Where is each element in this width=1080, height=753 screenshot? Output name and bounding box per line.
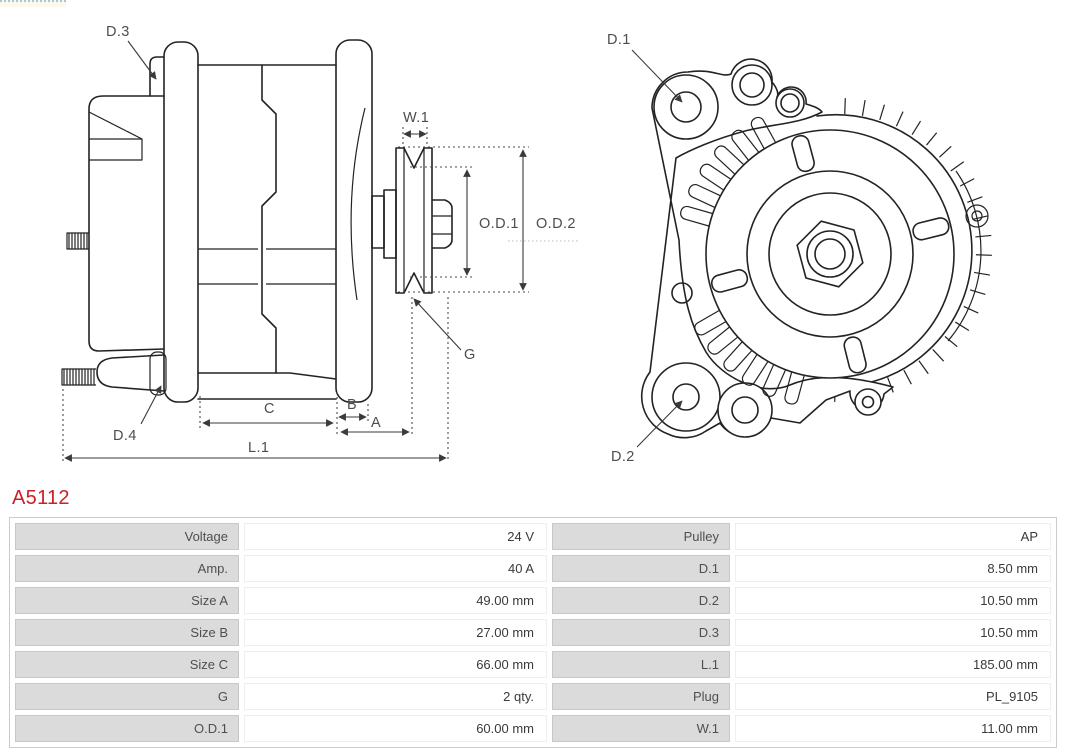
spec-label: D.2 <box>552 587 730 614</box>
spec-label: G <box>15 683 239 710</box>
spec-value: AP <box>735 523 1051 550</box>
dim-label-b: B <box>347 397 357 413</box>
dim-label-g: G <box>464 347 476 363</box>
dim-label-c: C <box>264 401 275 417</box>
side-view-drawing: D.3 D.4 W.1 O.D.1 O.D.2 <box>61 24 580 462</box>
spec-label: Size A <box>15 587 239 614</box>
stator-body <box>197 64 337 400</box>
spec-label: O.D.1 <box>15 715 239 742</box>
housing-rim-teeth <box>808 98 992 402</box>
spec-value: 10.50 mm <box>735 619 1051 646</box>
spec-value: 10.50 mm <box>735 587 1051 614</box>
drive-bracket-flange <box>335 39 373 403</box>
rear-housing <box>88 95 165 352</box>
terminal-stud-upper <box>66 232 89 250</box>
shaft-spacer <box>371 189 397 259</box>
spec-value: 8.50 mm <box>735 555 1051 582</box>
mounting-ear-top <box>149 56 165 97</box>
spec-label: Plug <box>552 683 730 710</box>
part-number[interactable]: A5112 <box>12 487 70 509</box>
spec-label: Voltage <box>15 523 239 550</box>
spec-label: Size C <box>15 651 239 678</box>
spec-value: 49.00 mm <box>244 587 547 614</box>
spec-label: Amp. <box>15 555 239 582</box>
spec-value: 11.00 mm <box>735 715 1051 742</box>
spec-value: 24 V <box>244 523 547 550</box>
dimension-d3: D.3 <box>106 24 157 80</box>
dim-label-d3: D.3 <box>106 24 130 40</box>
spec-label: D.3 <box>552 619 730 646</box>
dimension-d1: D.1 <box>607 32 683 103</box>
dimension-od1: O.D.1 <box>410 166 519 278</box>
dimension-w1: W.1 <box>402 110 429 146</box>
dim-label-d2: D.2 <box>611 449 635 465</box>
spec-label: Pulley <box>552 523 730 550</box>
dim-label-d1: D.1 <box>607 32 631 48</box>
terminal-stud-lower <box>61 368 96 386</box>
shaft-nut <box>431 199 453 249</box>
spec-value: PL_9105 <box>735 683 1051 710</box>
spec-label: W.1 <box>552 715 730 742</box>
cropped-logo-fragment <box>0 0 66 7</box>
spec-label: L.1 <box>552 651 730 678</box>
dim-label-d4: D.4 <box>113 428 137 444</box>
dimension-od2: O.D.2 <box>398 146 580 293</box>
shaft-nut-front <box>796 220 864 288</box>
spec-value: 40 A <box>244 555 547 582</box>
dim-label-l1: L.1 <box>248 440 269 456</box>
spec-label: D.1 <box>552 555 730 582</box>
dimension-d4: D.4 <box>113 385 162 444</box>
technical-drawings: D.3 D.4 W.1 O.D.1 O.D.2 <box>61 24 992 465</box>
dimension-g: G <box>413 298 476 363</box>
dimension-l1: L.1 <box>62 297 449 462</box>
spec-value: 27.00 mm <box>244 619 547 646</box>
pulley-face <box>705 129 955 379</box>
spec-value: 66.00 mm <box>244 651 547 678</box>
dimension-c: C <box>199 396 334 428</box>
dimension-b: B <box>336 392 369 436</box>
pulley <box>395 147 433 294</box>
mounting-lug-bottom <box>96 351 167 396</box>
spec-table: Voltage 24 V Pulley AP Amp. 40 A D.1 8.5… <box>9 517 1057 748</box>
dim-label-a: A <box>371 415 381 431</box>
spec-value: 185.00 mm <box>735 651 1051 678</box>
spec-value: 60.00 mm <box>244 715 547 742</box>
spec-label: Size B <box>15 619 239 646</box>
dim-label-od2: O.D.2 <box>536 216 576 232</box>
dimension-d2: D.2 <box>611 400 683 465</box>
dimension-a: A <box>340 297 413 436</box>
spec-value: 2 qty. <box>244 683 547 710</box>
rear-bracket-flange <box>163 41 199 403</box>
dim-label-w1: W.1 <box>403 110 429 126</box>
front-view-drawing: D.1 D.2 <box>607 32 992 465</box>
dim-label-od1: O.D.1 <box>479 216 519 232</box>
